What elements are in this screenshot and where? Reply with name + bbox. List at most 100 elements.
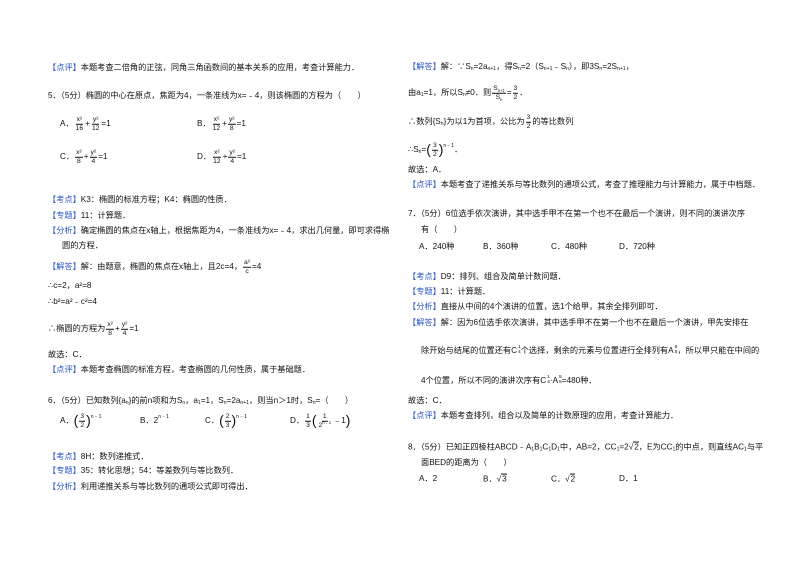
text-run: B． <box>483 474 497 484</box>
numerator: x² <box>213 149 221 158</box>
big-paren: ( <box>73 411 79 428</box>
text-run: K3：椭圆的标准方程；K4：椭圆的性质． <box>80 195 232 205</box>
text-run: 16 <box>75 124 84 132</box>
text-run: =2（S <box>520 62 544 72</box>
text-run: + <box>83 152 89 162</box>
text-run: · <box>549 376 553 386</box>
denominator: 8 <box>76 158 82 166</box>
radicand: 2 <box>633 441 639 453</box>
text-run: ∴c=2，a²=8 <box>48 281 92 291</box>
text-run: =4 <box>252 262 262 272</box>
text-run: x² <box>213 115 220 123</box>
text-run: 2 <box>318 421 323 429</box>
text-run: x² <box>76 115 83 123</box>
text-run: 3 <box>432 141 437 149</box>
text-run: 故选：C． <box>48 350 87 360</box>
superscript: n﹣1 <box>91 414 102 420</box>
numerator: 1 <box>305 413 311 422</box>
text-run: n <box>462 92 466 99</box>
text-run: y² <box>229 148 235 156</box>
section-tag: 【解答】 <box>408 318 441 328</box>
superscript: n﹣1 <box>158 414 169 420</box>
numerator: 3 <box>79 413 86 422</box>
text-run: 个选择，剩余的元素与位置进行全排列有 <box>520 346 669 356</box>
subscript: n <box>518 66 521 72</box>
text-run: n <box>418 149 422 156</box>
text-run: ) <box>86 411 91 428</box>
text-run: 面BED的距离为（ ） <box>421 458 512 468</box>
text-run: D． <box>290 416 305 426</box>
text-run: }为以1为首项，公比为 <box>443 117 525 127</box>
numerator: a² <box>243 259 252 268</box>
denominator: 12 <box>212 158 221 166</box>
text-run: =2a <box>473 62 488 72</box>
q6-fenxi: 【分析】利用递推关系与等比数列的通项公式即可得出． <box>48 482 253 492</box>
text-run: 35：转化思想；54：等差数列与等比数列． <box>80 466 239 476</box>
section-tag: 【点评】 <box>48 365 81 375</box>
subscript: 1 <box>531 446 534 452</box>
text-run: n+1 <box>487 66 497 73</box>
denominator: 8 <box>229 125 235 133</box>
section-tag: 【分析】 <box>408 302 441 312</box>
subscript: n <box>313 400 316 406</box>
numerator: y² <box>91 115 100 125</box>
text-run: n﹣1 <box>90 414 102 421</box>
text-run: 中，AB=2，CC <box>559 442 617 452</box>
text-run: A．240种 <box>419 242 455 252</box>
text-run: 12 <box>213 157 221 165</box>
text-run: 1 <box>539 446 543 453</box>
text-run: y² <box>92 115 99 123</box>
denominator: Sn <box>495 94 504 102</box>
text-run: y² <box>228 115 235 123</box>
text-run: n <box>566 66 569 73</box>
text-run: n+1 <box>497 87 505 93</box>
text-run: D．1 <box>619 474 638 484</box>
numerator: Sn+1 <box>492 85 506 94</box>
text-run: ( <box>73 411 79 428</box>
text-run: 与平 <box>746 442 764 452</box>
text-run: S <box>493 84 498 92</box>
text-run: 3 <box>225 421 230 429</box>
text-run: n+1 <box>617 66 626 73</box>
q5-kaodian: 【考点】K3：椭圆的标准方程；K4：椭圆的性质． <box>48 195 232 205</box>
numerator: 3 <box>512 85 519 94</box>
text-run: + <box>222 119 227 129</box>
text-run: 1 <box>743 446 747 453</box>
text-run: y² <box>121 320 128 328</box>
text-run: 2 <box>513 93 518 101</box>
symbol-base: C <box>511 346 517 356</box>
q7-answer: 故选：C． <box>408 396 447 406</box>
text-run: =1，S <box>200 396 224 406</box>
text-run: 12 <box>212 124 221 132</box>
text-run: 7．（5分）6位选手依次演讲，其中选手甲不在第一个也不在最后一个演讲，则不同的演… <box>408 209 746 219</box>
text-run: 故选：C． <box>408 396 447 406</box>
numerator: x² <box>212 115 221 125</box>
text-run: n <box>470 66 474 73</box>
section-tag: 【考点】 <box>408 272 441 282</box>
section-tag: 【专题】 <box>48 211 81 221</box>
text-run: n﹣1 <box>236 414 247 421</box>
section-tag: 【点评】 <box>48 63 81 73</box>
q6-kaodian: 【考点】8H：数列递推式． <box>48 452 149 462</box>
text-run: ． <box>454 145 463 155</box>
text-run: =1 <box>236 119 246 129</box>
section-tag: 【分析】 <box>48 226 81 236</box>
text-run: 解：由题意，椭圆的焦点在x轴上，且2c=4， <box>80 262 243 272</box>
text-run: C <box>542 442 549 452</box>
text-run: C． <box>60 152 75 162</box>
text-run: n﹣1 <box>322 419 332 425</box>
text-run: n <box>440 121 444 128</box>
text-run: ) <box>345 411 351 428</box>
symbol-base: A <box>552 376 559 386</box>
text-run: = <box>421 145 427 155</box>
subscript: 1 <box>421 92 424 98</box>
text-run: 11：计算题． <box>440 287 491 297</box>
text-run: 1 <box>322 412 327 420</box>
